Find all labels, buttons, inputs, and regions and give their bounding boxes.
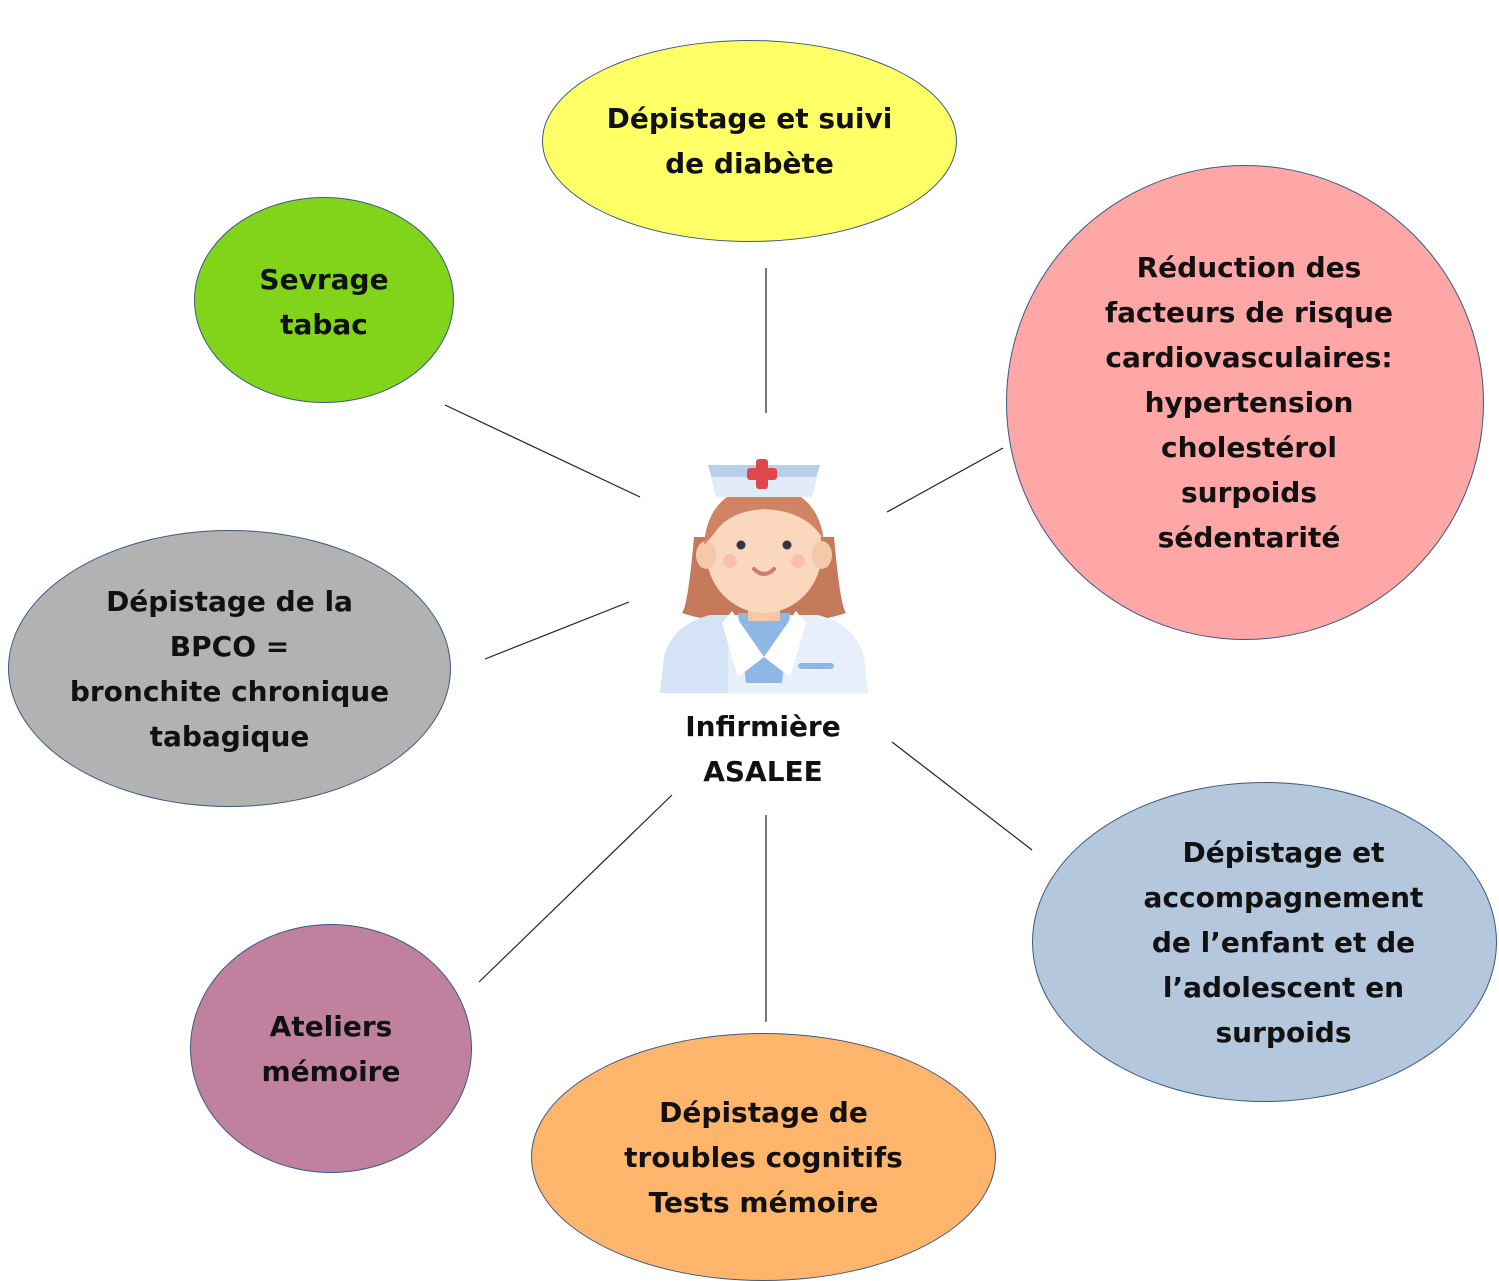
- connector-tabac: [444, 404, 641, 498]
- topic-cardiovasculaire: Réduction des facteurs de risque cardiov…: [1006, 165, 1484, 640]
- connector-enfant: [891, 741, 1033, 851]
- topic-cardiovasculaire-label: Réduction des facteurs de risque cardiov…: [1104, 251, 1394, 554]
- topic-troubles-cognitifs: Dépistage de troubles cognitifs Tests mé…: [531, 1033, 996, 1281]
- topic-diabete-label: Dépistage et suivi de diabète: [606, 102, 893, 180]
- topic-troubles-cognitifs-label: Dépistage de troubles cognitifs Tests mé…: [624, 1095, 903, 1219]
- nurse-icon: [660, 459, 868, 693]
- topic-bpco: Dépistage de la BPCO = bronchite chroniq…: [8, 530, 451, 807]
- topic-ateliers-memoire: Ateliers mémoire: [190, 924, 472, 1173]
- center-label: Infirmière ASALEE: [685, 710, 841, 788]
- connector-cardio: [886, 447, 1004, 513]
- connector-memoire: [478, 794, 673, 983]
- topic-sevrage-tabac: Sevrage tabac: [194, 197, 454, 403]
- connector-bpco: [484, 601, 630, 660]
- topic-enfant-surpoids: Dépistage et accompagnement de l’enfant …: [1032, 782, 1497, 1102]
- topic-enfant-surpoids-label: Dépistage et accompagnement de l’enfant …: [1143, 835, 1424, 1049]
- topic-sevrage-tabac-label: Sevrage tabac: [259, 263, 389, 341]
- topic-bpco-label: Dépistage de la BPCO = bronchite chroniq…: [69, 584, 390, 753]
- topic-diabete: Dépistage et suivi de diabète: [542, 40, 957, 242]
- topic-ateliers-memoire-label: Ateliers mémoire: [261, 1009, 401, 1088]
